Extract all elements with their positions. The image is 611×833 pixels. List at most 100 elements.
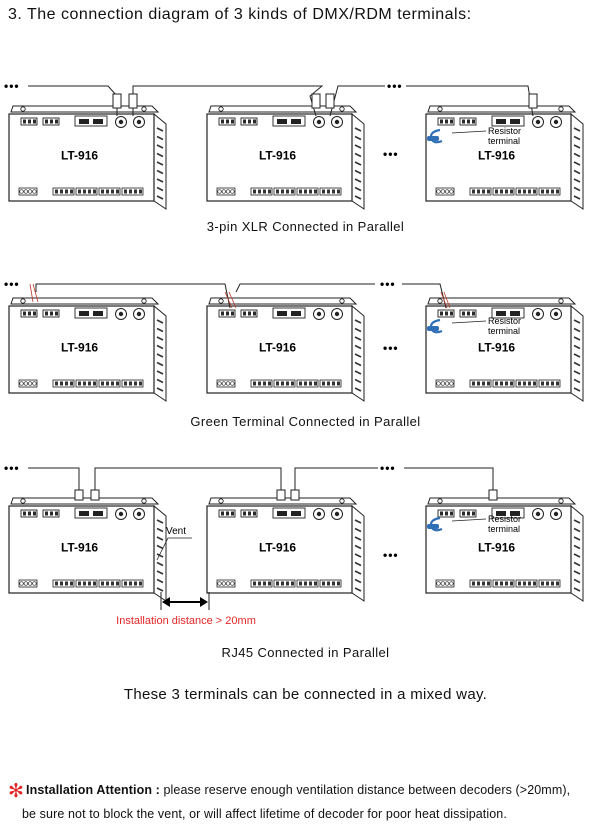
rj45-port [291, 311, 301, 316]
terminal-pin [556, 581, 559, 586]
vent-slot [354, 344, 362, 350]
output-terminal [98, 579, 121, 588]
terminal-cable [35, 283, 231, 309]
power-screw [23, 189, 28, 194]
rj45-port-block [491, 115, 525, 127]
vent-slot [573, 527, 581, 533]
screw-hole-icon [437, 298, 443, 304]
terminal-pin [337, 381, 340, 386]
vent-slot [156, 144, 164, 149]
terminal-pin [523, 189, 526, 194]
power-screw [440, 581, 445, 586]
device-side-panel [570, 304, 584, 402]
terminal-pin [253, 381, 256, 386]
vent-slot [156, 186, 164, 192]
terminal-pin [93, 381, 96, 386]
terminal-pin [309, 189, 312, 194]
terminal-pin [327, 381, 330, 386]
vent-slot [354, 127, 362, 132]
caption-xlr: 3-pin XLR Connected in Parallel [206, 219, 405, 234]
terminal-pin [276, 581, 279, 586]
output-terminal [98, 379, 121, 388]
output-terminal [75, 187, 98, 196]
lt916-device: LT-916 [206, 105, 365, 210]
terminal-pin [281, 581, 284, 586]
device-side-panel [351, 304, 365, 402]
terminal-pin [248, 511, 251, 516]
screw-hole-icon [141, 498, 147, 504]
terminal-pin [291, 189, 294, 194]
vent-slot [156, 387, 164, 392]
output-terminal [52, 579, 75, 588]
device-body [425, 113, 572, 202]
rj45-port-block [74, 307, 108, 319]
terminal-pin [83, 381, 86, 386]
terminal-pin [556, 189, 559, 194]
ellipsis-text: ••• [380, 461, 396, 475]
rj45-port [93, 311, 103, 316]
terminal-pin [88, 581, 91, 586]
terminal-pin [139, 189, 142, 194]
terminal-pin [124, 581, 127, 586]
device-body [206, 113, 353, 202]
terminal-pin [139, 381, 142, 386]
terminal-pin [528, 581, 531, 586]
device-side-panel [153, 112, 167, 210]
vent-slot [573, 161, 581, 166]
terminal-pin [304, 581, 307, 586]
output-terminal [515, 187, 538, 196]
power-screw [444, 581, 450, 586]
power-screw [449, 581, 454, 586]
vent-slot [156, 361, 164, 367]
device-body [206, 305, 353, 394]
resistor-label: Resistor [488, 514, 521, 524]
output-terminal [492, 379, 515, 388]
output-terminal [469, 187, 492, 196]
vent-leader-line [156, 537, 192, 561]
asterisk-icon: ✻ [8, 781, 25, 802]
xlr-pin [136, 311, 142, 317]
vent-slot [156, 353, 164, 358]
terminal-pin [440, 511, 443, 516]
power-screw [32, 189, 37, 194]
terminal-pin [505, 381, 508, 386]
terminal-pin [60, 189, 63, 194]
terminal-pin [500, 581, 503, 586]
vent-slot [156, 152, 164, 158]
terminal-pin [286, 581, 289, 586]
xlr-pin [553, 119, 559, 125]
terminal-pin [268, 381, 271, 386]
terminal-pin [258, 189, 261, 194]
power-screw [221, 581, 226, 586]
terminal-pin [50, 119, 53, 124]
vent-slot [354, 561, 362, 567]
terminal-pin [518, 189, 521, 194]
terminal-pin [472, 311, 475, 316]
vent-slot [354, 378, 362, 384]
terminal-pin [477, 381, 480, 386]
terminal-pin [551, 381, 554, 386]
vent-slot [156, 378, 164, 384]
xlr-pin [553, 511, 559, 517]
mounting-flange [427, 105, 577, 113]
vent-slot [156, 135, 164, 141]
vent-slot [156, 178, 164, 183]
terminal-pin [505, 581, 508, 586]
device-model-label: LT-916 [478, 541, 515, 555]
ellipsis-text: ••• [4, 79, 20, 93]
terminal-pin [243, 311, 246, 316]
vent-slot [156, 587, 164, 592]
screw-hole-icon [20, 298, 26, 304]
terminal-pin [221, 311, 224, 316]
power-screw [27, 189, 33, 194]
lt916-device: LT-916 [206, 497, 365, 602]
terminal-pin [495, 381, 498, 386]
ellipsis-text: ••• [387, 79, 403, 93]
rj45-port [496, 119, 506, 124]
terminal-pin [472, 119, 475, 124]
output-terminal [273, 579, 296, 588]
terminal-pin [231, 311, 234, 316]
terminal-pin [327, 189, 330, 194]
screw-hole-icon [141, 298, 147, 304]
terminal-pin [243, 119, 246, 124]
